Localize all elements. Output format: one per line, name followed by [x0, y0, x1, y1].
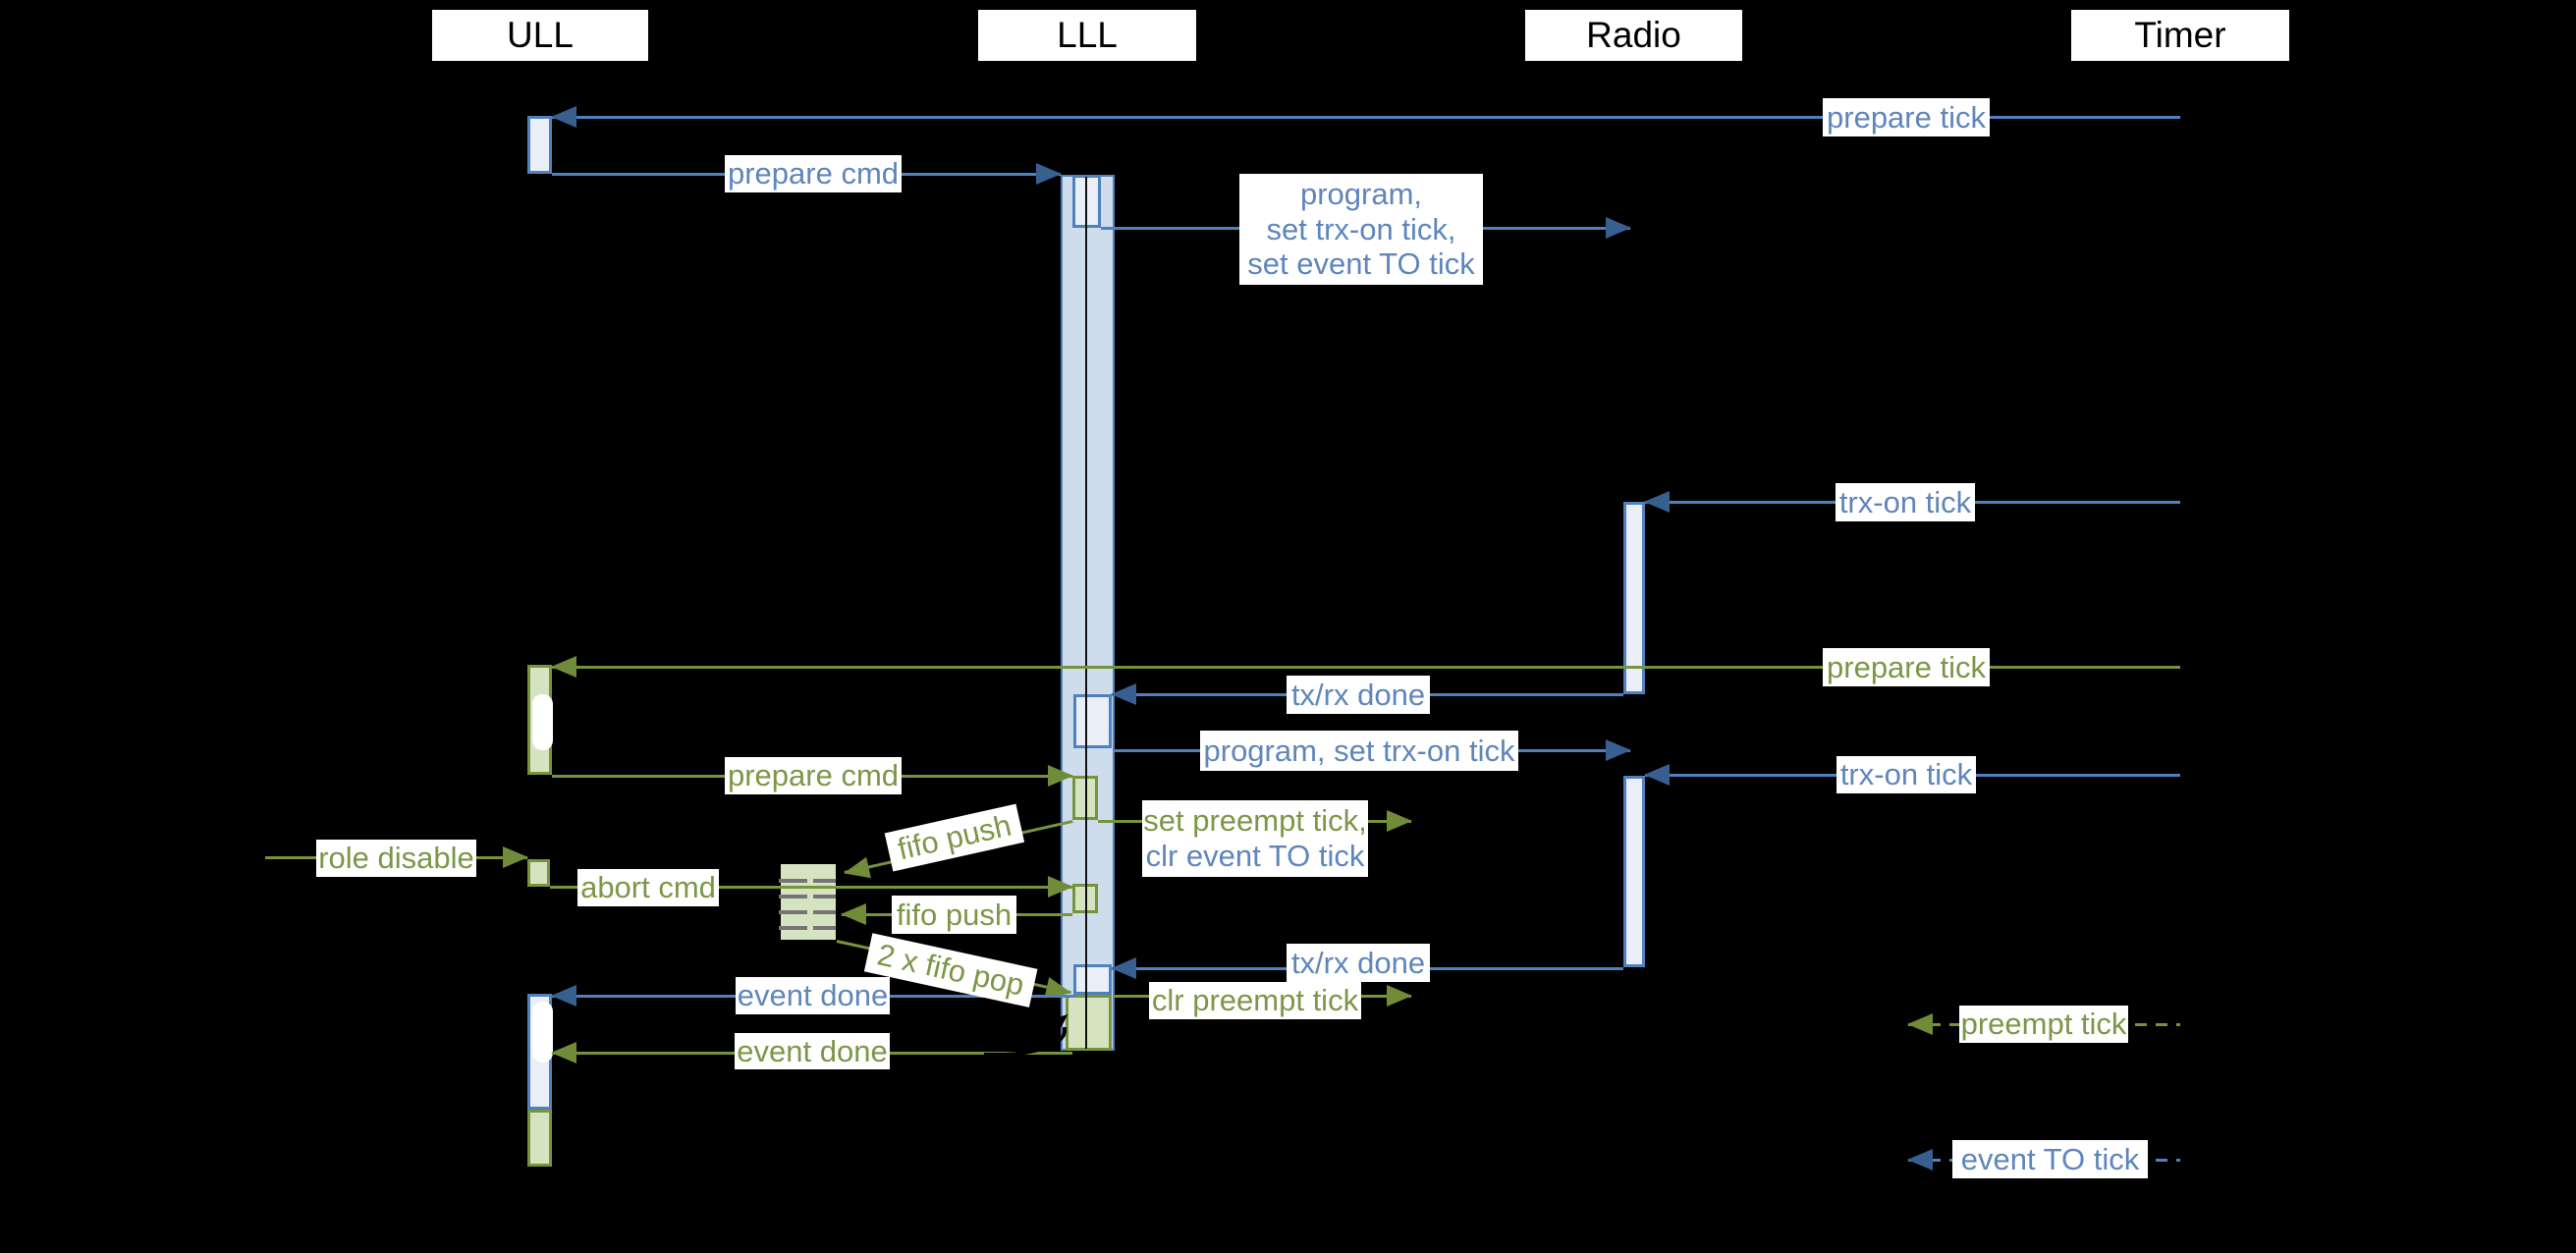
- arrowhead-icon: [1048, 876, 1073, 898]
- actor-box-lll: LLL: [978, 10, 1196, 61]
- arrowhead-icon: [1644, 491, 1670, 513]
- activation-gap: [532, 1002, 553, 1062]
- actor-label-ull: ULL: [507, 15, 574, 55]
- actor-label-timer: Timer: [2134, 15, 2226, 55]
- arrowhead-icon: [1111, 683, 1136, 705]
- arrowhead-icon: [1606, 739, 1631, 761]
- fifo-dash-icon: [779, 879, 807, 883]
- lll-main-activation: [1061, 175, 1115, 1051]
- program-full-label-line-2: set event TO tick: [1247, 246, 1475, 282]
- arrowhead-icon: [841, 903, 866, 925]
- abort-cmd-label: abort cmd: [577, 869, 719, 906]
- arrowhead-icon: [551, 106, 576, 128]
- arrowhead-icon: [503, 846, 528, 868]
- activation-gap: [532, 694, 553, 750]
- lll-txrx-activation-2: [1073, 964, 1112, 995]
- fifo-dash-icon: [813, 910, 836, 914]
- trx-on-tick-1-label: trx-on tick: [1836, 483, 1975, 521]
- arrowhead-icon: [1387, 810, 1412, 832]
- lll-txrx-activation-1: [1073, 694, 1112, 748]
- preempt-tick-label: preempt tick: [1959, 1006, 2128, 1043]
- prepare-cmd-2-label: prepare cmd: [725, 757, 902, 794]
- prepare-tick-2-label: prepare tick: [1823, 648, 1990, 686]
- set-preempt-tick-label: set preempt tick,clr event TO tick: [1142, 800, 1368, 877]
- prepare-cmd-1-label: prepare cmd: [725, 155, 902, 192]
- prepare-tick-2-line: [552, 665, 2180, 669]
- actor-box-timer: Timer: [2071, 10, 2289, 61]
- arrowhead-icon: [1048, 765, 1073, 787]
- radio-event-activation-2: [1623, 776, 1645, 967]
- ull-event-done-activation: [527, 994, 553, 1110]
- role-disable-label: role disable: [316, 840, 476, 877]
- arrowhead-icon: [1644, 764, 1670, 786]
- program-full-label-line-1: set trx-on tick,: [1266, 211, 1456, 246]
- lll-event-done-activation: [1066, 995, 1112, 1051]
- prepare-tick-2-arrow: [551, 656, 2180, 678]
- arrowhead-icon: [1907, 1013, 1933, 1035]
- fifo-push-1-label: fifo push: [884, 803, 1025, 872]
- set-preempt-tick-label-line-0: set preempt tick,: [1143, 803, 1367, 839]
- arrowhead-icon: [1111, 957, 1136, 979]
- actor-label-lll: LLL: [1057, 15, 1118, 55]
- lll-lifeline: [1085, 177, 1087, 1049]
- set-preempt-tick-label-line-1: clr event TO tick: [1145, 839, 1365, 873]
- ull-prepare-activation-2: [527, 665, 553, 775]
- fifo-dash-icon: [813, 926, 836, 930]
- arrowhead-icon: [551, 656, 576, 678]
- actor-label-radio: Radio: [1586, 15, 1681, 55]
- arrowhead-icon: [1387, 985, 1412, 1007]
- fifo-push-2-label: fifo push: [892, 896, 1016, 934]
- clr-preempt-tick-label: clr preempt tick: [1149, 982, 1361, 1019]
- event-done-2-label: event done: [735, 1033, 890, 1069]
- trx-on-tick-2-label: trx-on tick: [1836, 756, 1976, 793]
- actor-box-ull: ULL: [432, 10, 648, 61]
- arrowhead-icon: [1036, 163, 1062, 185]
- fifo-dash-icon: [779, 910, 807, 914]
- program-short-label: program, set trx-on tick: [1200, 731, 1518, 771]
- arrowhead-icon: [1606, 217, 1631, 239]
- event-to-tick-label: event TO tick: [1952, 1140, 2148, 1178]
- fifo-dash-icon: [813, 879, 836, 883]
- arrowhead-icon: [841, 855, 871, 883]
- fifo-dash-icon: [779, 926, 807, 930]
- event-done-1-label: event done: [736, 977, 890, 1014]
- txrx-done-1-label: tx/rx done: [1287, 676, 1430, 714]
- abort-cmd-arrow: [550, 876, 1073, 898]
- fifo-dash-icon: [779, 895, 807, 899]
- prepare-tick-1-line: [552, 115, 2180, 119]
- arrowhead-icon: [551, 1042, 576, 1063]
- radio-event-activation-1: [1623, 502, 1645, 694]
- program-full-label-line-0: program,: [1299, 176, 1423, 211]
- ull-role-disable-activation: [527, 859, 550, 887]
- txrx-done-2-label: tx/rx done: [1287, 944, 1430, 982]
- arrowhead-icon: [1907, 1149, 1933, 1171]
- actor-box-radio: Radio: [1525, 10, 1742, 61]
- arrowhead-icon: [551, 985, 576, 1007]
- program-full-label: program,set trx-on tick,set event TO tic…: [1239, 174, 1483, 285]
- prepare-tick-1-label: prepare tick: [1823, 98, 1990, 136]
- ull-event-done-activation-2: [527, 1110, 552, 1167]
- ull-prepare-activation: [527, 116, 552, 174]
- abort-cmd-line: [550, 885, 1072, 889]
- fifo-dash-icon: [813, 895, 836, 899]
- prepare-tick-1-arrow: [551, 106, 2180, 128]
